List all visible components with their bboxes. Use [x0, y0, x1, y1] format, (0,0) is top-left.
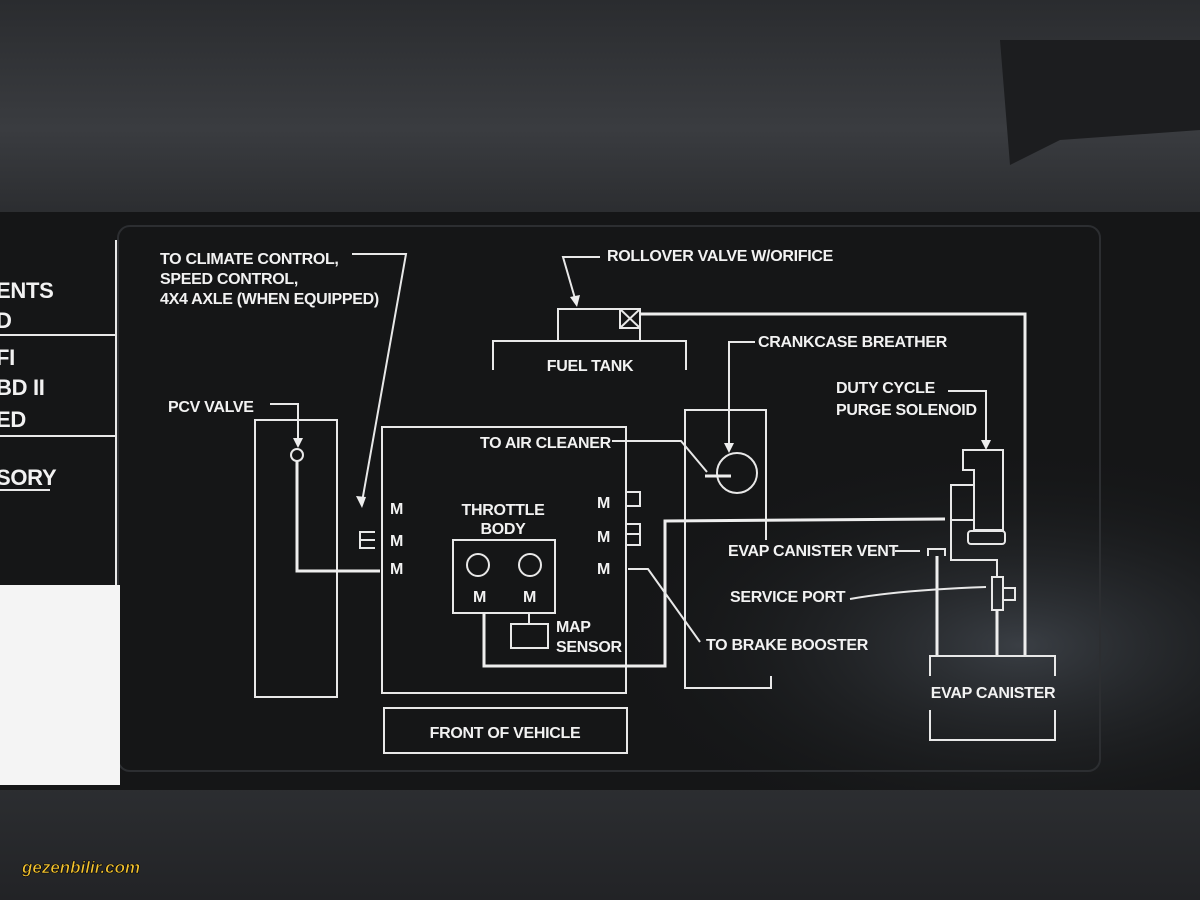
- pcv-valve: PCV VALVE: [168, 399, 380, 698]
- hinge: [1000, 40, 1200, 165]
- fuel-tank: FUEL TANK ROLLOVER VALVE W/ORIFICE: [492, 248, 1027, 656]
- diagram-label: SERVICE PORT: [730, 589, 846, 606]
- panel-text: ED: [0, 407, 26, 432]
- front-of-vehicle-label: FRONT OF VEHICLE: [430, 725, 581, 742]
- diagram-label: M: [523, 589, 536, 606]
- diagram-label: M: [390, 501, 403, 518]
- diagram-label: MAP: [556, 619, 591, 636]
- front-of-vehicle-box: [383, 707, 628, 754]
- diagram-frame: [117, 225, 1101, 772]
- hood-lower: [0, 785, 1200, 900]
- diagram-label: TO BRAKE BOOSTER: [706, 637, 869, 654]
- diagram-label: 4X4 AXLE (WHEN EQUIPPED): [160, 291, 379, 308]
- crankcase-breather: CRANKCASE BREATHER TO AIR CLEANER: [480, 334, 948, 689]
- diagram-label: TO AIR CLEANER: [480, 435, 612, 452]
- diagram-label: SPEED CONTROL,: [160, 271, 298, 288]
- panel-text: BD II: [0, 375, 45, 400]
- diagram-label: EVAP CANISTER VENT: [728, 543, 899, 560]
- diagram-label: CRANKCASE BREATHER: [758, 334, 948, 351]
- diagram-label: M: [597, 495, 610, 512]
- panel-text: SORY: [0, 465, 57, 490]
- diagram-label: ROLLOVER VALVE W/ORIFICE: [607, 248, 834, 265]
- diagram-label: M: [390, 533, 403, 550]
- diagram-label: PURGE SOLENOID: [836, 402, 977, 419]
- watermark: gezenbilir.com: [21, 858, 140, 877]
- evap-system: DUTY CYCLE PURGE SOLENOID EVAP CANISTER …: [728, 380, 1056, 741]
- panel-text: ENTS: [0, 278, 53, 303]
- panel-text: D: [0, 308, 12, 333]
- left-info-panel: ENTS D FI BD II ED SORY: [0, 240, 120, 785]
- diagram-label: DUTY CYCLE: [836, 380, 936, 397]
- diagram-label: EVAP CANISTER: [931, 685, 1056, 702]
- diagram-label: M: [597, 529, 610, 546]
- diagram-label: TO CLIMATE CONTROL,: [160, 251, 339, 268]
- throttle-body: [452, 539, 556, 614]
- diagram-label: THROTTLE: [462, 502, 546, 519]
- diagram-label: BODY: [480, 521, 526, 538]
- diagram-label: SENSOR: [556, 639, 623, 656]
- diagram-label: M: [597, 561, 610, 578]
- diagram-label: M: [473, 589, 486, 606]
- diagram-label: PCV VALVE: [168, 399, 254, 416]
- diagram-label: M: [390, 561, 403, 578]
- engine-block: M M M M M M THROTTLE BODY M M MAP SENSOR…: [359, 426, 946, 694]
- climate-control-callout: TO CLIMATE CONTROL, SPEED CONTROL, 4X4 A…: [160, 251, 408, 508]
- hood-background: [0, 0, 1200, 215]
- diagram-label: FUEL TANK: [547, 358, 634, 375]
- panel-text: FI: [0, 345, 15, 370]
